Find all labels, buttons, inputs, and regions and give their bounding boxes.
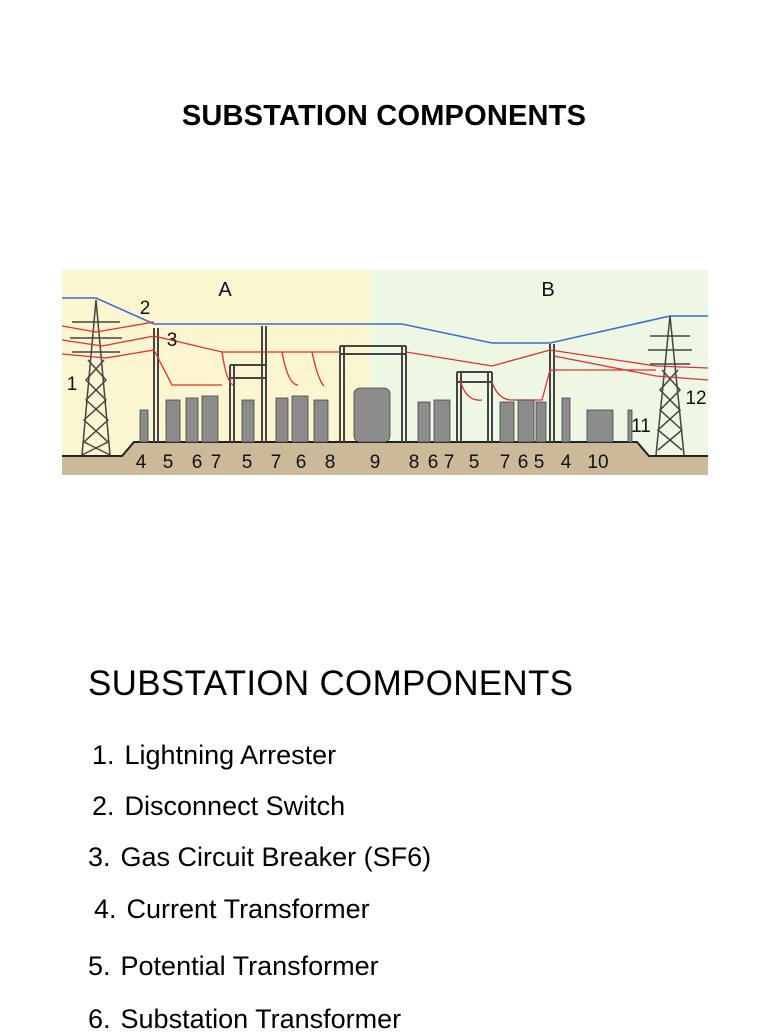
list-item: 2. Disconnect Switch xyxy=(92,791,345,822)
list-item-text: Current Transformer xyxy=(126,894,370,924)
callout-label: 12 xyxy=(685,388,706,409)
list-title: SUBSTATION COMPONENTS xyxy=(88,664,574,703)
list-item: 6. Substation Transformer xyxy=(88,1004,401,1035)
component-number-label: 7 xyxy=(444,452,455,473)
component-number-label: 7 xyxy=(271,452,282,473)
list-item-number: 1. xyxy=(92,740,115,770)
component-number-label: 8 xyxy=(325,452,336,473)
list-item-text: Disconnect Switch xyxy=(124,791,346,821)
callout-label: 11 xyxy=(631,416,651,437)
conductors xyxy=(62,321,708,401)
list-item-number: 3. xyxy=(88,842,111,872)
list-item: 1. Lightning Arrester xyxy=(92,740,336,771)
component-number-label: 6 xyxy=(296,452,307,473)
component-number-label: 6 xyxy=(428,452,439,473)
list-item-number: 5. xyxy=(88,951,111,981)
component-number-label: 7 xyxy=(211,452,222,473)
component-number-label: 6 xyxy=(518,452,529,473)
component-number-label: 9 xyxy=(370,452,381,473)
list-item-text: Gas Circuit Breaker (SF6) xyxy=(120,842,432,872)
list-item-number: 2. xyxy=(92,791,115,821)
callout-label: 3 xyxy=(167,330,178,351)
list-item-number: 6. xyxy=(88,1004,111,1034)
list-item: 5. Potential Transformer xyxy=(88,951,379,982)
ground xyxy=(62,442,708,475)
list-item: 3. Gas Circuit Breaker (SF6) xyxy=(88,842,431,873)
shield-wire xyxy=(62,297,708,344)
gantries xyxy=(153,326,555,442)
callout-label: 2 xyxy=(140,298,151,319)
component-number-label: 4 xyxy=(561,452,572,473)
zone-label-a: A xyxy=(218,279,232,301)
list-item: 4. Current Transformer xyxy=(94,894,370,925)
zone-label-b: B xyxy=(541,279,554,301)
component-number-label: 5 xyxy=(242,452,253,473)
component-number-label: 10 xyxy=(587,452,608,473)
list-item-text: Potential Transformer xyxy=(120,951,379,981)
component-number-label: 5 xyxy=(469,452,480,473)
callout-label: 1 xyxy=(67,374,78,395)
list-item-text: Lightning Arrester xyxy=(124,740,337,770)
list-item-number: 4. xyxy=(94,894,117,924)
component-number-label: 7 xyxy=(500,452,511,473)
component-number-label: 8 xyxy=(409,452,420,473)
slide-title: SUBSTATION COMPONENTS xyxy=(181,100,587,132)
list-item-text: Substation Transformer xyxy=(120,1004,402,1034)
component-number-label: 5 xyxy=(163,452,174,473)
equipment xyxy=(139,387,633,443)
transmission-tower-right xyxy=(648,315,692,456)
component-number-label: 6 xyxy=(192,452,203,473)
component-number-label: 5 xyxy=(534,452,545,473)
transmission-tower-left xyxy=(70,299,122,456)
component-number-label: 4 xyxy=(136,452,147,473)
